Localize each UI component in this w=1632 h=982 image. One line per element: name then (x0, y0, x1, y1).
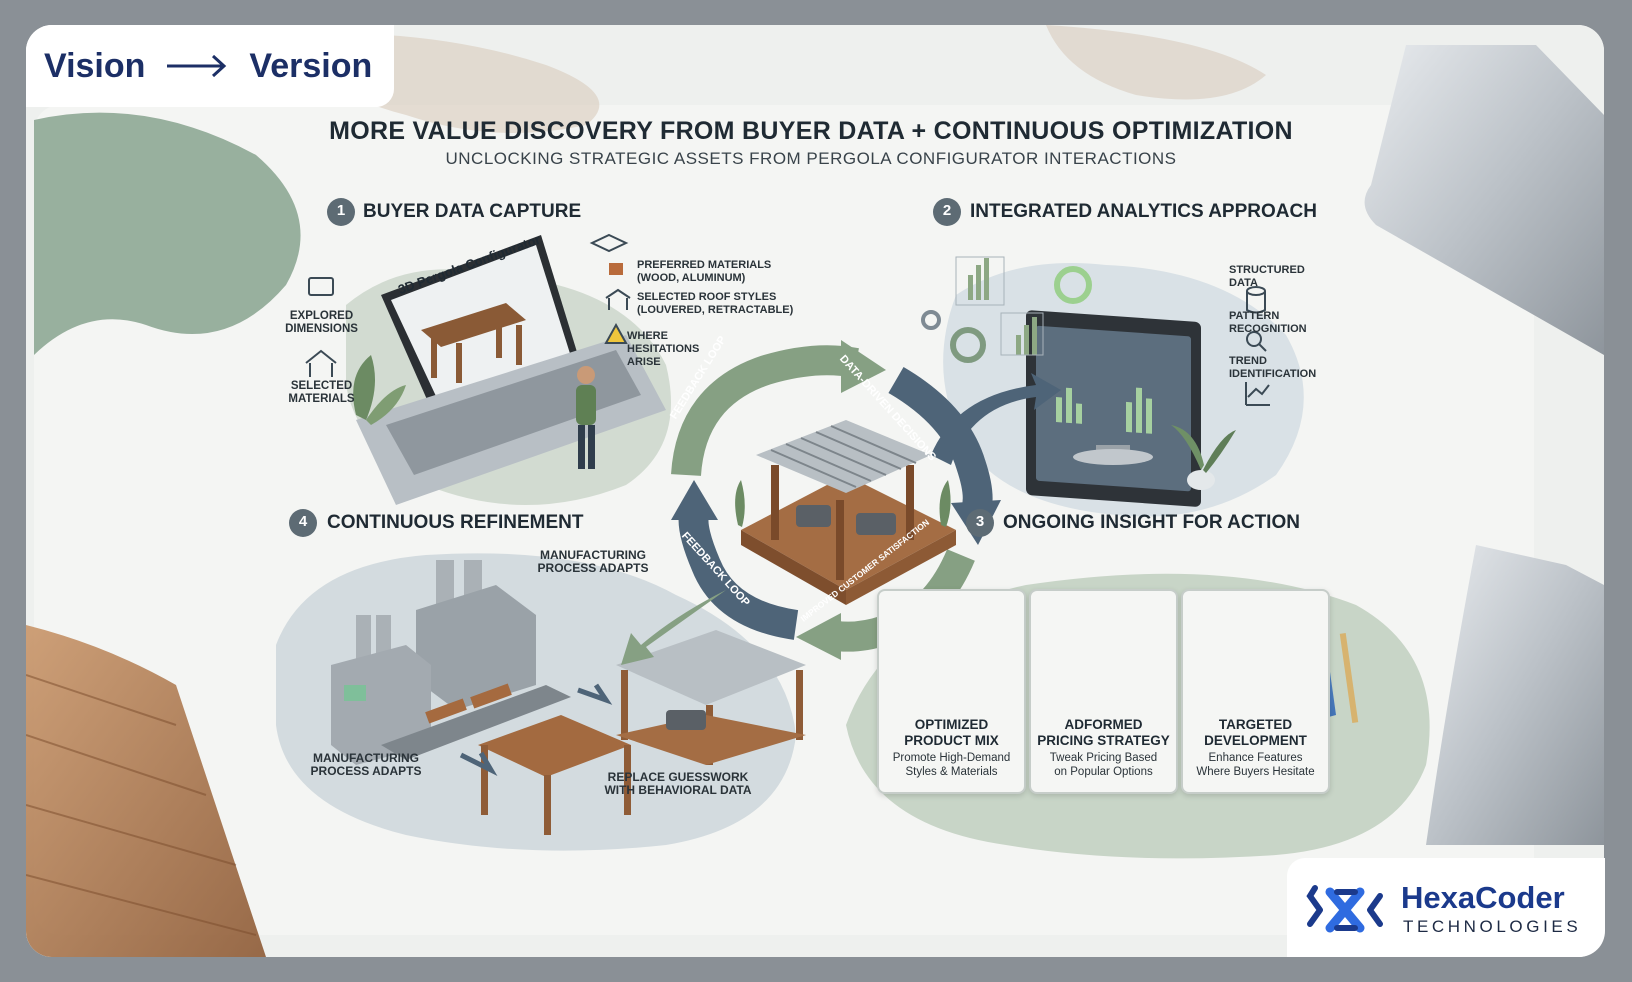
card-title: OPTIMIZED PRODUCT MIX (904, 717, 999, 748)
monitor-illustration (921, 256, 1270, 507)
brand-logo-box: HexaCoder TECHNOLOGIES (1287, 858, 1605, 957)
section-2-number: 2 (942, 202, 952, 219)
replace-guesswork-label: REPLACE GUESSWORK WITH BEHAVIORAL DATA (604, 770, 752, 797)
card-description: Promote High-Demand Styles & Materials (892, 752, 1011, 778)
hexacoder-logo-icon (1306, 885, 1383, 933)
explored-dimensions-label: EXPLORED DIMENSIONS (285, 310, 358, 335)
manufacturing-adapts-top-label: MANUFACTURING PROCESS ADAPTS (537, 548, 649, 575)
brand-name: HexaCoder (1401, 880, 1565, 915)
hesitations-label: WHERE HESITATIONS ARISE (627, 330, 700, 368)
card-targeted-development: TARGETED DEVELOPMENT Enhance Features Wh… (1181, 589, 1330, 794)
card-title: TARGETED DEVELOPMENT (1204, 717, 1307, 748)
page-subtitle: UNCLOCKING STRATEGIC ASSETS FROM PERGOLA… (445, 149, 1177, 168)
vision-label: Vision (44, 46, 146, 85)
metal-plate-top (1364, 45, 1604, 355)
factory-illustration (331, 560, 806, 835)
section-4-number: 4 (298, 513, 308, 530)
blob-sage-left (34, 112, 301, 355)
card-optimized-product-mix: OPTIMIZED PRODUCT MIX Promote High-Deman… (877, 589, 1026, 794)
infographic-frame: MORE VALUE DISCOVERY FROM BUYER DATA + C… (26, 25, 1604, 957)
version-label: Version (249, 46, 373, 85)
section-3-number: 3 (975, 513, 985, 530)
section-1-title: BUYER DATA CAPTURE (363, 201, 582, 222)
manufacturing-adapts-bottom-label: MANUFACTURING PROCESS ADAPTS (310, 751, 422, 778)
brand-subtitle: TECHNOLOGIES (1403, 917, 1582, 936)
capture-icons (305, 233, 631, 377)
laptop-illustration (353, 235, 666, 505)
card-description: Tweak Pricing Based on Popular Options (1049, 752, 1158, 778)
section-3-title: ONGOING INSIGHT FOR ACTION (1003, 512, 1300, 533)
price-tag-label: PRICE (1083, 635, 1134, 686)
card-description: Enhance Features Where Buyers Hesitate (1196, 752, 1315, 778)
section-1-number: 1 (336, 202, 346, 219)
preferred-materials-label: PREFERRED MATERIALS (WOOD, ALUMINUM) (637, 259, 772, 284)
trend-identification-label: TREND IDENTIFICATION (1229, 355, 1317, 380)
structured-data-label: STRUCTURED DATA (1229, 264, 1305, 289)
page-title: MORE VALUE DISCOVERY FROM BUYER DATA + C… (329, 117, 1293, 145)
arrow-right-icon (167, 54, 227, 78)
card-pricing-strategy: ADFORMED PRICING STRATEGY Tweak Pricing … (1029, 589, 1178, 794)
roof-styles-label: SELECTED ROOF STYLES (LOUVERED, RETRACTA… (637, 291, 794, 316)
selected-materials-label: SELECTED MATERIALS (288, 380, 355, 405)
section-2-title: INTEGRATED ANALYTICS APPROACH (970, 201, 1317, 222)
central-pergola (735, 420, 956, 605)
wood-floor (26, 625, 266, 957)
metal-plate-bottom (1426, 545, 1604, 845)
vision-version-tag: Vision Version (26, 25, 394, 107)
pattern-recognition-label: PATTERN RECOGNITION (1229, 310, 1307, 335)
section-4-title: CONTINUOUS REFINEMENT (327, 512, 584, 533)
card-title: ADFORMED PRICING STRATEGY (1037, 717, 1170, 748)
